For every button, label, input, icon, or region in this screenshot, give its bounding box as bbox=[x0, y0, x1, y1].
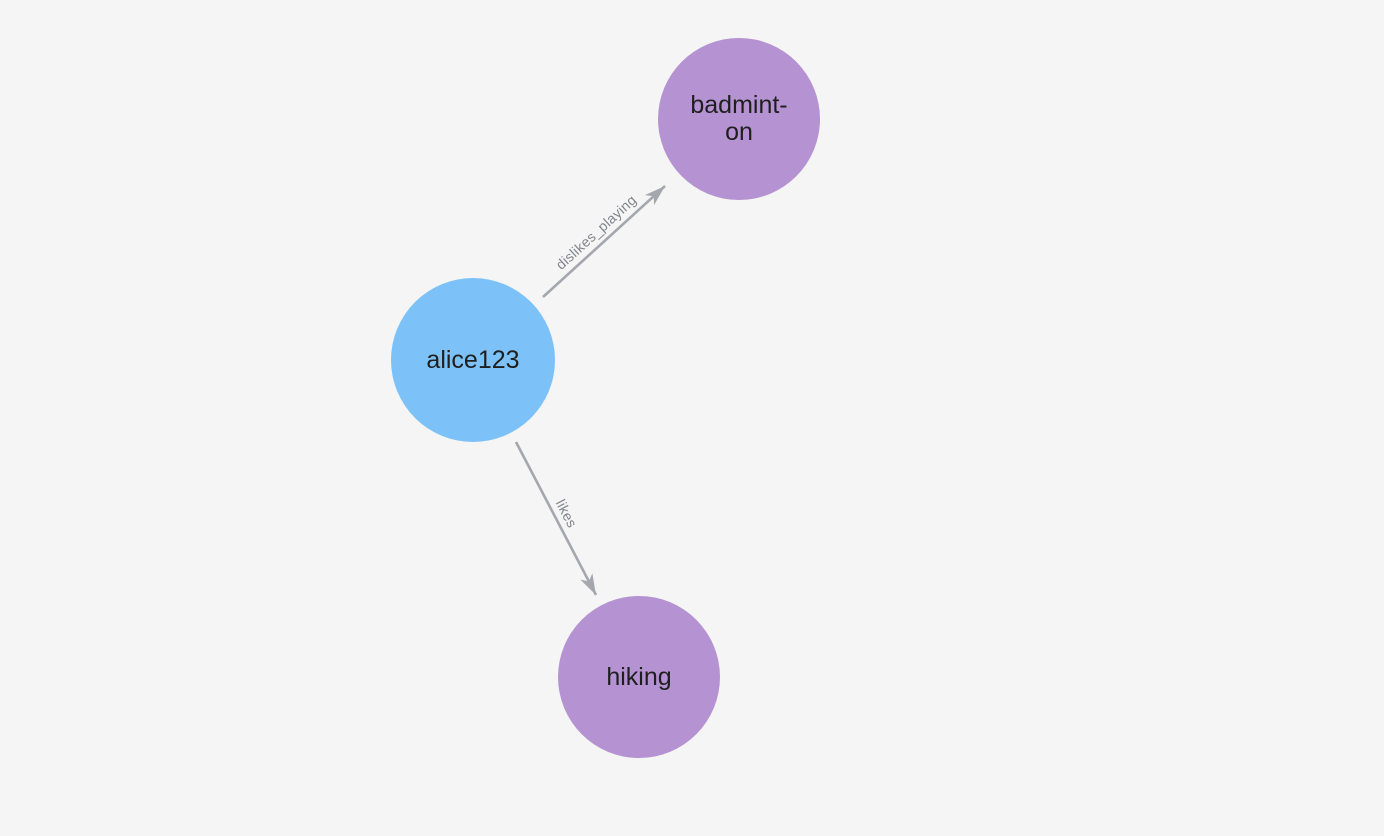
edge-dislikes-playing-label[interactable]: dislikes_playing bbox=[553, 192, 640, 273]
edge-dislikes-playing-line[interactable] bbox=[542, 185, 666, 298]
node-hiking[interactable]: hiking bbox=[558, 596, 720, 758]
edge-likes-line[interactable] bbox=[514, 441, 598, 596]
node-alice123[interactable]: alice123 bbox=[391, 278, 555, 442]
edge-likes: likes bbox=[514, 441, 598, 596]
node-hiking-caption: hiking bbox=[606, 662, 672, 691]
edge-likes-label[interactable]: likes bbox=[553, 497, 581, 531]
node-badminton[interactable]: badmint- on bbox=[658, 38, 820, 200]
edge-dislikes-playing: dislikes_playing bbox=[542, 185, 666, 298]
node-badminton-caption-line-1: badmint- bbox=[690, 91, 788, 119]
node-badminton-caption-line-2: on bbox=[725, 118, 753, 146]
node-alice123-caption: alice123 bbox=[426, 345, 520, 374]
